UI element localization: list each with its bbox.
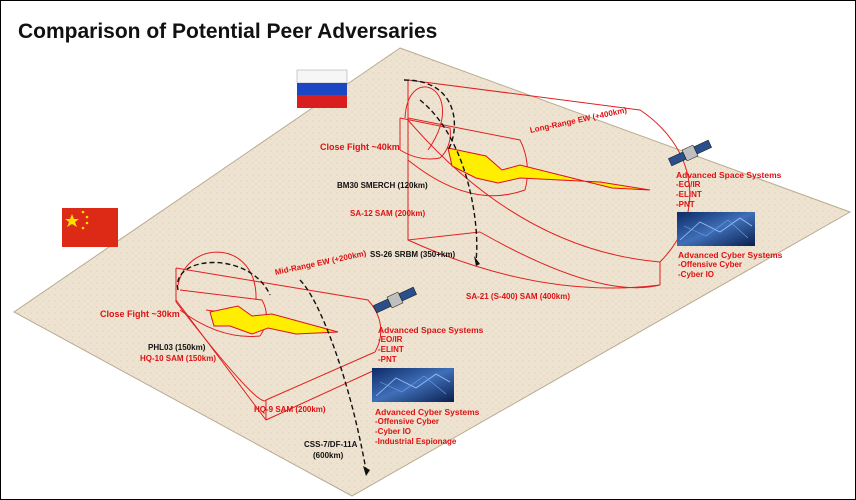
russia-cyber-systems: Advanced Cyber Systems -Offensive Cyber … <box>678 250 782 280</box>
china-close-fight-label: Close Fight ~30km <box>100 309 180 319</box>
russia-cyber-title: Advanced Cyber Systems <box>678 250 783 260</box>
russia-bm30-label: BM30 SMERCH (120km) <box>337 181 428 190</box>
russia-space-systems: Advanced Space Systems -EO/IR -ELINT -PN… <box>676 170 781 210</box>
china-flag-icon <box>62 208 118 247</box>
russia-space-item: -ELINT <box>676 190 702 199</box>
ground-plane <box>13 47 852 497</box>
china-cyber-item: -Offensive Cyber <box>375 417 440 426</box>
china-css7-range-label: (600km) <box>313 451 344 460</box>
china-css7-label: CSS-7/DF-11A <box>304 440 358 449</box>
russia-sa21-label: SA-21 (S-400) SAM (400km) <box>466 292 571 301</box>
russia-missile-arcs <box>403 79 480 266</box>
china-space-item: -EO/IR <box>378 335 403 344</box>
china-space-item: -ELINT <box>378 345 404 354</box>
china-hq9-label: HQ-9 SAM (200km) <box>254 405 326 414</box>
slide-title: Comparison of Potential Peer Adversaries <box>18 20 438 43</box>
china-cyber-title: Advanced Cyber Systems <box>375 407 480 417</box>
russia-space-title: Advanced Space Systems <box>676 170 782 180</box>
china-jammer-bolt <box>209 305 339 335</box>
russia-flag-icon <box>296 69 348 108</box>
russia-cyber-item: -Cyber IO <box>678 270 715 279</box>
china-hq10-label: HQ-10 SAM (150km) <box>140 354 217 363</box>
china-space-title: Advanced Space Systems <box>378 325 484 335</box>
china-space-item: -PNT <box>378 355 397 364</box>
cyber-network-icon <box>677 212 755 246</box>
russia-space-item: -EO/IR <box>676 180 701 189</box>
russia-sa12-label: SA-12 SAM (200km) <box>350 209 426 218</box>
china-cyber-item: -Industrial Espionage <box>375 437 457 446</box>
china-missile-arcs <box>176 261 370 476</box>
china-cyber-item: -Cyber IO <box>375 427 412 436</box>
satellite-icon <box>373 286 417 314</box>
china-cyber-systems: Advanced Cyber Systems -Offensive Cyber … <box>375 407 479 447</box>
china-phl03-label: PHL03 (150km) <box>148 343 206 352</box>
satellite-icon <box>668 139 712 167</box>
russia-close-fight-label: Close Fight ~40km <box>320 142 400 152</box>
russia-space-item: -PNT <box>676 200 695 209</box>
russia-range-fans <box>399 79 691 289</box>
russia-cyber-item: -Offensive Cyber <box>678 260 743 269</box>
cyber-network-icon <box>372 368 454 402</box>
russia-ss26-label: SS-26 SRBM (350+km) <box>370 250 456 259</box>
russia-jammer-bolt <box>447 147 651 191</box>
china-space-systems: Advanced Space Systems -EO/IR -ELINT -PN… <box>378 325 483 365</box>
